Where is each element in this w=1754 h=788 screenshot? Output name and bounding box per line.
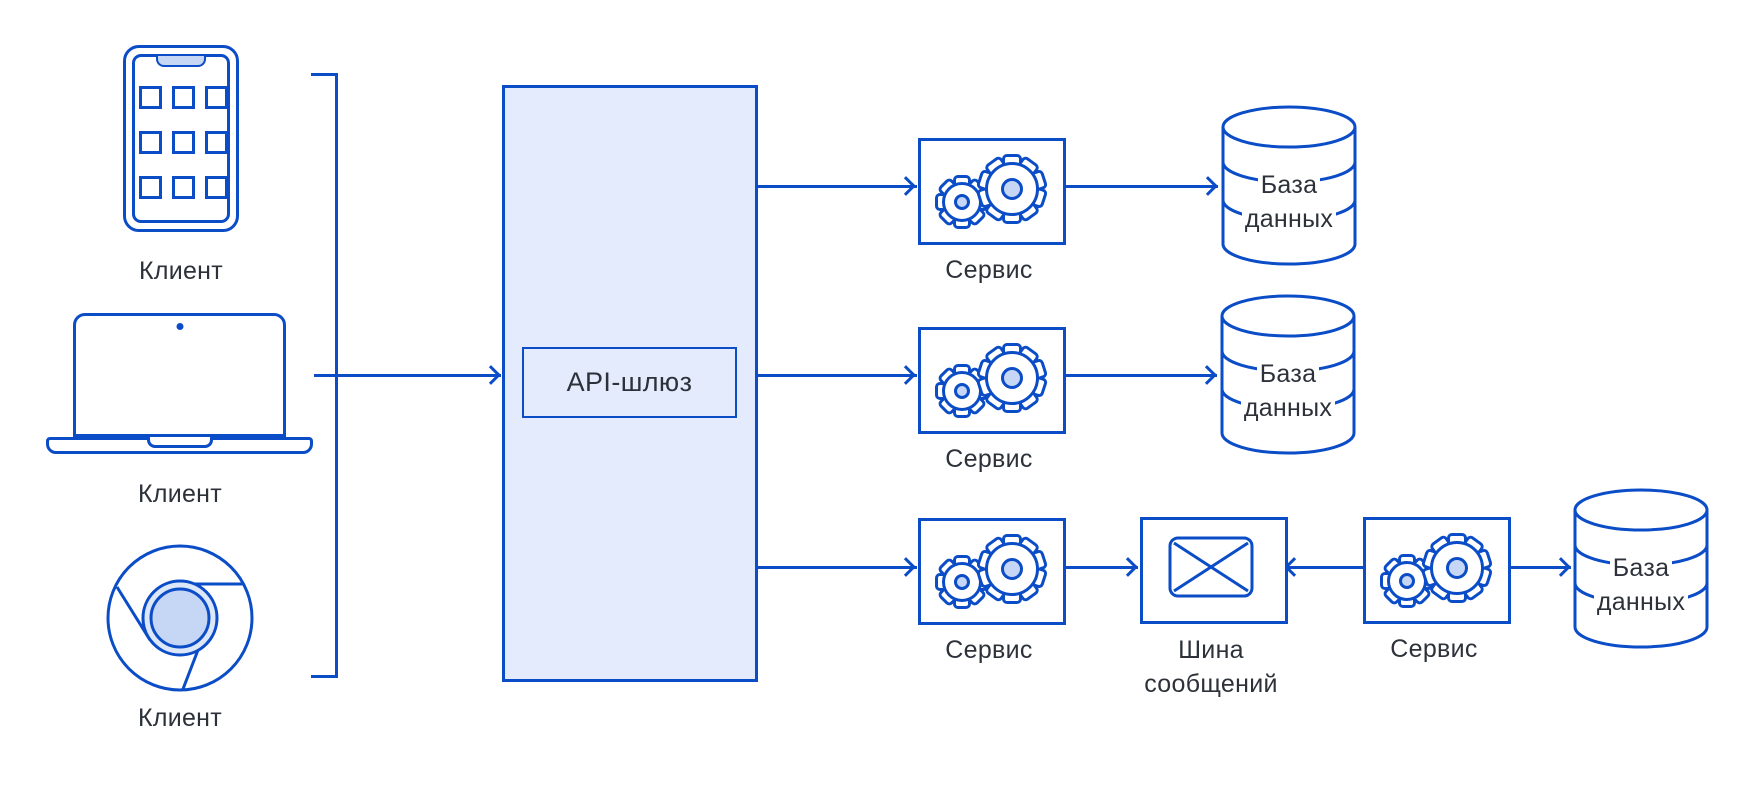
small-gear-icon [935,364,989,418]
arrow-clients-to-gateway [314,374,501,377]
laptop-client-icon [73,313,286,437]
small-gear-icon [935,555,989,609]
arrow-service-2-to-db-2 [1060,374,1217,377]
big-gear-icon [975,343,1049,413]
app-grid-icon [139,86,228,199]
api-gateway-label-box: API-шлюз [522,347,737,418]
database-icon-1: База данных [1220,104,1358,268]
arrowhead [1198,176,1218,196]
phone-screen [132,54,230,223]
browser-client-icon [105,543,255,698]
database-label: База данных [1572,551,1710,619]
client-label-1: Клиент [138,257,224,285]
arrow-gateway-to-service-1 [757,185,917,188]
message-bus-box [1140,517,1288,624]
arrow-service-4-to-bus [1284,566,1363,569]
client-label-3: Клиент [137,704,223,732]
phone-notch [156,56,206,67]
small-gear-icon [935,175,989,229]
arrow-service-4-to-db-3 [1505,566,1571,569]
small-gear-icon [1380,554,1434,608]
arrowhead [1118,557,1138,577]
message-bus-label-line1: Шина [1178,636,1244,664]
envelope-icon [1168,536,1254,598]
service-box-3 [918,518,1066,625]
service-label-3: Сервис [945,636,1033,664]
service-label-2: Сервис [945,445,1033,473]
service-box-1 [918,138,1066,245]
big-gear-icon [975,154,1049,224]
mobile-client-icon [123,45,239,232]
database-label: База данных [1220,168,1358,236]
service-box-2 [918,327,1066,434]
arrowhead [481,365,501,385]
big-gear-icon [1420,533,1494,603]
arrowhead [896,176,916,196]
database-label: База данных [1219,357,1357,425]
laptop-base [46,437,313,454]
arrow-service-3-to-bus [1060,566,1138,569]
message-bus-label: Шина сообщений [1111,633,1311,701]
service-label-4: Сервис [1390,635,1478,663]
message-bus-label-line2: сообщений [1144,670,1278,698]
api-gateway-label: API-шлюз [566,367,693,397]
arrow-service-1-to-db-1 [1060,185,1218,188]
big-gear-icon [975,534,1049,604]
service-label-1: Сервис [945,256,1033,284]
client-label-2: Клиент [137,480,223,508]
arrow-gateway-to-service-3 [757,566,917,569]
laptop-notch [146,437,213,448]
database-icon-3: База данных [1572,487,1710,651]
arrow-gateway-to-service-2 [757,374,917,377]
arrowhead [1197,365,1217,385]
arrowhead [896,557,916,577]
laptop-camera-dot [176,323,183,330]
database-icon-2: База данных [1219,293,1357,457]
service-box-4 [1363,517,1511,624]
arrowhead [1551,557,1571,577]
arrowhead [896,365,916,385]
